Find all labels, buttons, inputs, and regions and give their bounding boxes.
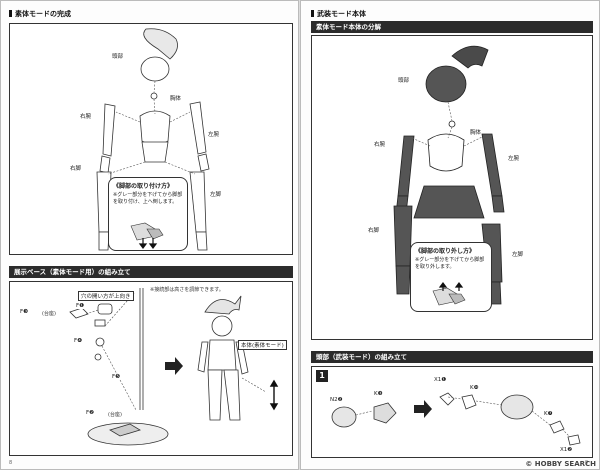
- label-torso-r: 胸体: [470, 128, 482, 136]
- label-left-leg-r: 左脚: [512, 250, 524, 258]
- step-arrow-icon: [165, 357, 183, 375]
- left-page-number: 8: [9, 460, 13, 466]
- label-f5: F❺: [112, 374, 121, 380]
- label-right-leg: 右脚: [70, 164, 82, 172]
- label-k3: K❸: [374, 391, 383, 397]
- right-page: 武装モード本体 素体モード本体の分解: [300, 0, 600, 470]
- label-f3: F❸: [20, 309, 29, 315]
- label-left-leg: 左脚: [210, 190, 222, 198]
- callout-title: 《脚部の取り付け方》: [113, 183, 174, 190]
- right-page-title: 武装モード本体: [311, 9, 366, 19]
- label-n2: N2❷: [330, 397, 343, 403]
- label-head: 頭部: [112, 52, 124, 60]
- left-page: 素体モードの完成: [0, 0, 300, 470]
- head-parts-drawing: [331, 392, 581, 446]
- label-left-arm: 左腕: [208, 130, 220, 138]
- watermark: © HOBBY SEARCH: [525, 460, 596, 468]
- right-page-number: 9: [585, 460, 589, 466]
- label-left-arm-r: 左腕: [508, 154, 520, 162]
- label-f1: F❶: [76, 303, 85, 309]
- figure-exploded-drawing: [96, 28, 210, 251]
- figure-body-label: 本体(素体モード): [238, 340, 287, 350]
- hole-direction-hint: 穴の開い方が上向き: [78, 291, 134, 301]
- label-k7: K❼: [544, 411, 553, 417]
- step-arrow-icon: [414, 400, 432, 418]
- left-page-title: 素体モードの完成: [9, 9, 71, 19]
- leg-remove-callout: 《脚部の取り外し方》 ※グレー部分を下げてから脚部を取り外します。: [410, 242, 492, 312]
- leg-joint-diagram: [130, 222, 164, 249]
- base-parts-drawing: [69, 288, 279, 446]
- label-f2-note: (台座): [108, 412, 122, 418]
- label-right-leg-r: 右脚: [368, 226, 380, 234]
- leg-attach-callout: 《脚部の取り付け方》 ※グレー部分を下げてから脚部を取り付け、上へ倒します。: [108, 177, 188, 251]
- step-number: 1: [316, 370, 328, 382]
- label-f3-note: (台座): [42, 311, 56, 317]
- label-f4: F❹: [74, 338, 83, 344]
- assembly-frame: 頭部 胸体 右腕 左腕 右脚 左脚 《脚部の取り付け方》 ※グレー部分を下げてか…: [9, 23, 293, 255]
- head-assembly-frame: 1 N2❷ K❸ X1❶ K❿ K❼ X1❷: [311, 366, 593, 458]
- section-title-display-base: 展示ベース（素体モード用）の組み立て: [9, 266, 293, 278]
- label-right-arm-r: 右腕: [374, 140, 386, 148]
- label-x1-2: X1❷: [560, 447, 573, 453]
- leg-joint-diagram-r: [432, 282, 466, 306]
- base-assembly-frame: ※接続部は高さを調節できます。: [9, 281, 293, 456]
- callout-text-r: ※グレー部分を下げてから脚部を取り外します。: [415, 257, 485, 270]
- height-adjust-note: ※接続部は高さを調節できます。: [150, 287, 224, 293]
- label-f2: F❷: [86, 410, 95, 416]
- label-x1-1: X1❶: [434, 377, 447, 383]
- callout-text: ※グレー部分を下げてから脚部を取り付け、上へ倒します。: [113, 192, 183, 205]
- label-head-r: 頭部: [398, 76, 410, 84]
- label-torso: 胸体: [170, 94, 182, 102]
- label-right-arm: 右腕: [80, 112, 92, 120]
- section-title-head-assembly: 頭部（武装モード）の組み立て: [311, 351, 593, 363]
- section-title-disassembly: 素体モード本体の分解: [311, 21, 593, 33]
- disassembly-frame: 頭部 胸体 右腕 左腕 右脚 左脚 《脚部の取り外し方》 ※グレー部分を下げてか…: [311, 35, 593, 340]
- label-k10: K❿: [470, 385, 479, 391]
- callout-title-r: 《脚部の取り外し方》: [415, 248, 476, 255]
- disassembly-drawing: [393, 45, 505, 305]
